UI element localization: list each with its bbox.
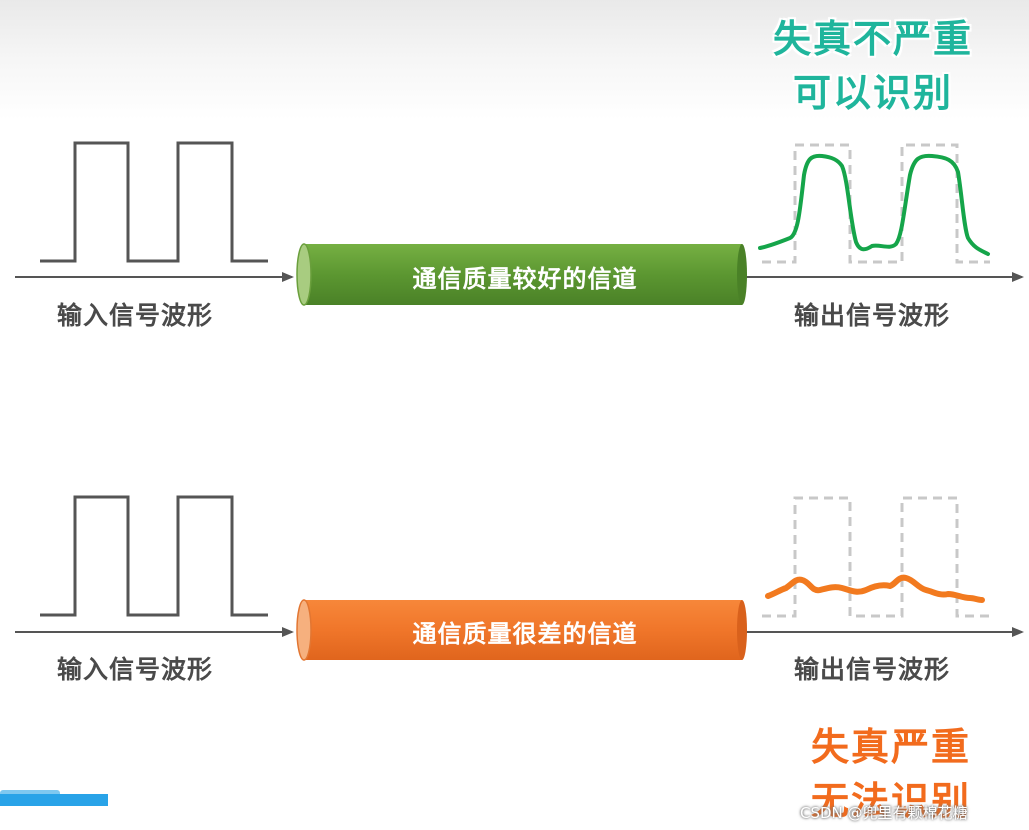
- bottom-channel-label: 通信质量很差的信道: [412, 620, 638, 648]
- top-output-reference-wave: [762, 143, 990, 264]
- corner-decor-bar: [0, 794, 108, 806]
- top-row: [15, 141, 1024, 306]
- top-output-label: 输出信号波形: [794, 301, 951, 330]
- top-input-label: 输入信号波形: [57, 301, 214, 330]
- top-note-line1: 失真不严重: [772, 17, 973, 61]
- corner-decor-bar-top: [0, 790, 60, 795]
- bottom-output-distorted-wave: [765, 574, 985, 603]
- top-output-distorted-wave: [758, 153, 990, 256]
- bottom-input-label: 输入信号波形: [57, 655, 214, 684]
- bottom-output-reference-wave: [762, 496, 990, 618]
- top-channel-label: 通信质量较好的信道: [412, 265, 638, 293]
- bottom-note-line1: 失真严重: [810, 725, 971, 769]
- watermark-text: CSDN @兜里有颗棉花糖: [800, 804, 968, 822]
- top-note-line2: 可以识别: [792, 71, 953, 115]
- bottom-row: [15, 495, 1024, 661]
- top-input-square-wave: [40, 141, 268, 263]
- bottom-note-line2: 无法识别: [810, 779, 971, 823]
- top-channel-pipe: [296, 243, 747, 306]
- bottom-input-square-wave: [40, 495, 268, 617]
- bottom-output-label: 输出信号波形: [794, 655, 951, 684]
- bottom-channel-pipe: [296, 599, 747, 661]
